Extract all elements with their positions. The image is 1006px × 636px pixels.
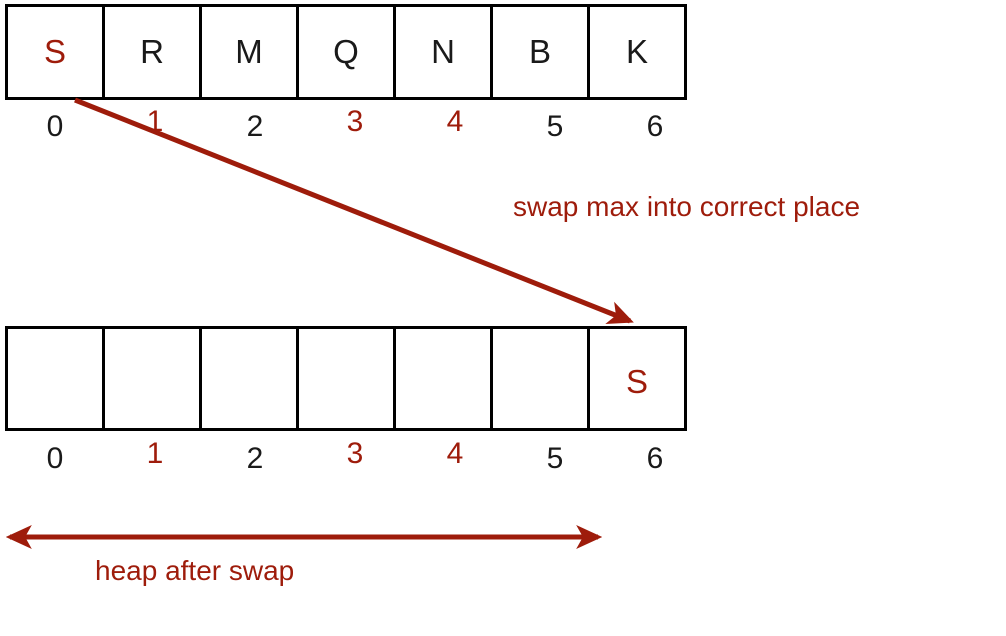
- swap-max-annotation: swap max into correct place: [513, 191, 861, 222]
- array-index: 3: [346, 437, 364, 470]
- cell-value: S: [43, 33, 66, 70]
- array-index: 2: [246, 442, 264, 475]
- array-index: 2: [246, 110, 264, 143]
- array-index: 5: [546, 442, 564, 475]
- array-cell: K: [587, 4, 687, 100]
- array-cell: [5, 326, 105, 431]
- array-cell: [490, 326, 590, 431]
- cell-value: N: [431, 33, 455, 70]
- cell-value: R: [140, 33, 164, 70]
- array-index: 0: [46, 442, 64, 475]
- array-cell: R: [102, 4, 202, 100]
- cell-value: K: [625, 33, 648, 70]
- cell-value: S: [625, 363, 648, 400]
- cell-value: M: [235, 33, 263, 70]
- heap-before-swap-index-row: 0 1 2 3 4 5 6: [5, 107, 705, 143]
- array-cell: S: [5, 4, 105, 100]
- array-cell: [393, 326, 493, 431]
- array-cell: S: [587, 326, 687, 431]
- array-index: 4: [446, 437, 464, 470]
- array-cell: Q: [296, 4, 396, 100]
- array-cell: M: [199, 4, 299, 100]
- heap-after-swap-label: heap after swap: [95, 555, 295, 586]
- array-after-swap-index-row: 0 1 2 3 4 5 6: [5, 439, 705, 475]
- array-index: 4: [446, 105, 464, 138]
- array-cell: [102, 326, 202, 431]
- array-index: 6: [646, 110, 664, 143]
- array-cell: B: [490, 4, 590, 100]
- array-index: 0: [46, 110, 64, 143]
- array-index: 1: [146, 105, 164, 138]
- array-index: 3: [346, 105, 364, 138]
- array-cell: [296, 326, 396, 431]
- cell-value: Q: [333, 33, 359, 70]
- array-cell: N: [393, 4, 493, 100]
- array-index: 1: [146, 437, 164, 470]
- array-cell: [199, 326, 299, 431]
- array-after-swap: S: [5, 326, 687, 431]
- heap-before-swap-array: S R M Q N B K: [5, 4, 687, 100]
- cell-value: B: [528, 33, 551, 70]
- array-index: 6: [646, 442, 664, 475]
- array-index: 5: [546, 110, 564, 143]
